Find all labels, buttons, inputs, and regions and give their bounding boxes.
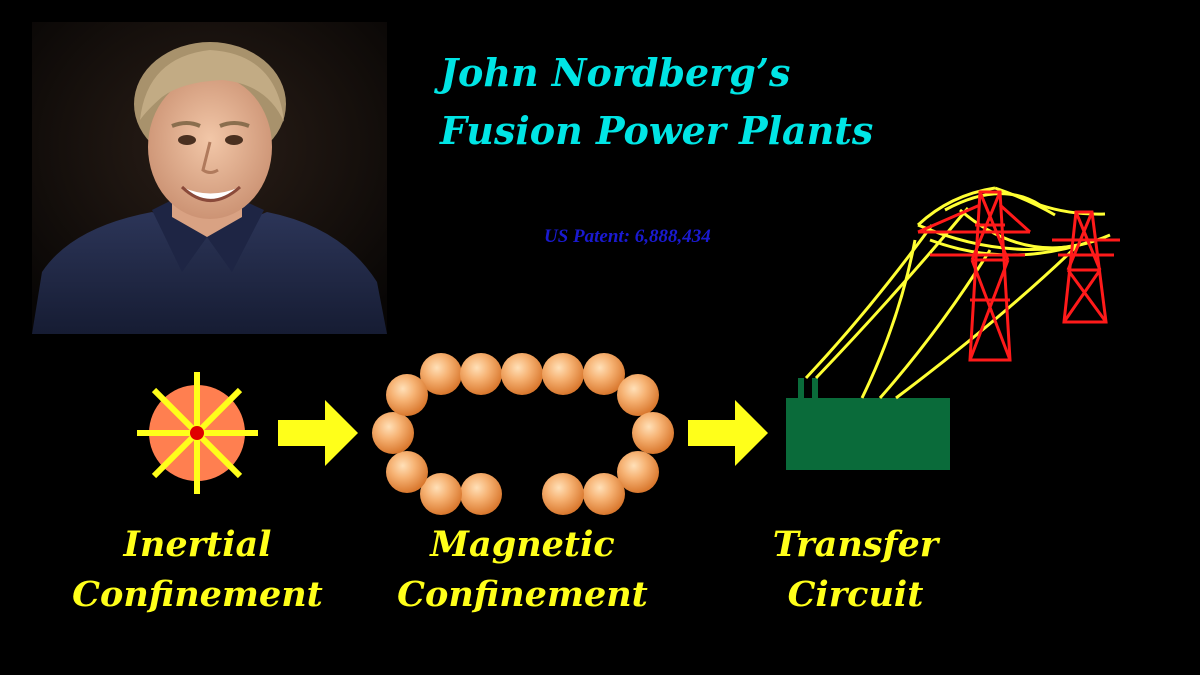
stage-label-line: Transfer — [772, 524, 939, 565]
portrait-illustration — [32, 22, 387, 334]
transformer-icon — [786, 378, 950, 470]
stage-label-line: Inertial — [123, 524, 272, 565]
stage-label-magnetic: Magnetic Confinement — [385, 520, 660, 620]
inertial-confinement-icon — [137, 372, 258, 494]
patent-number: US Patent: 6,888,434 — [544, 226, 711, 247]
stage-label-transfer: Transfer Circuit — [728, 520, 983, 620]
arrow-right-icon-1 — [278, 400, 358, 466]
stage-label-line: Confinement — [397, 574, 648, 615]
stage-label-line: Circuit — [787, 574, 924, 615]
stage-label-line: Confinement — [72, 574, 323, 615]
transmission-tower-icon-2 — [1052, 210, 1120, 324]
transmission-tower-icon-1 — [917, 190, 1032, 362]
title-line-2: Fusion Power Plants — [440, 108, 874, 153]
power-lines-icon — [804, 186, 1111, 400]
arrow-right-icon-2 — [688, 400, 768, 466]
portrait-photo — [32, 22, 387, 334]
magnetic-confinement-icon — [372, 353, 674, 515]
stage-label-line: Magnetic — [430, 524, 615, 565]
slide-title: John Nordberg’s Fusion Power Plants — [440, 44, 1000, 160]
title-line-1: John Nordberg’s — [440, 50, 791, 95]
stage-label-inertial: Inertial Confinement — [60, 520, 335, 620]
